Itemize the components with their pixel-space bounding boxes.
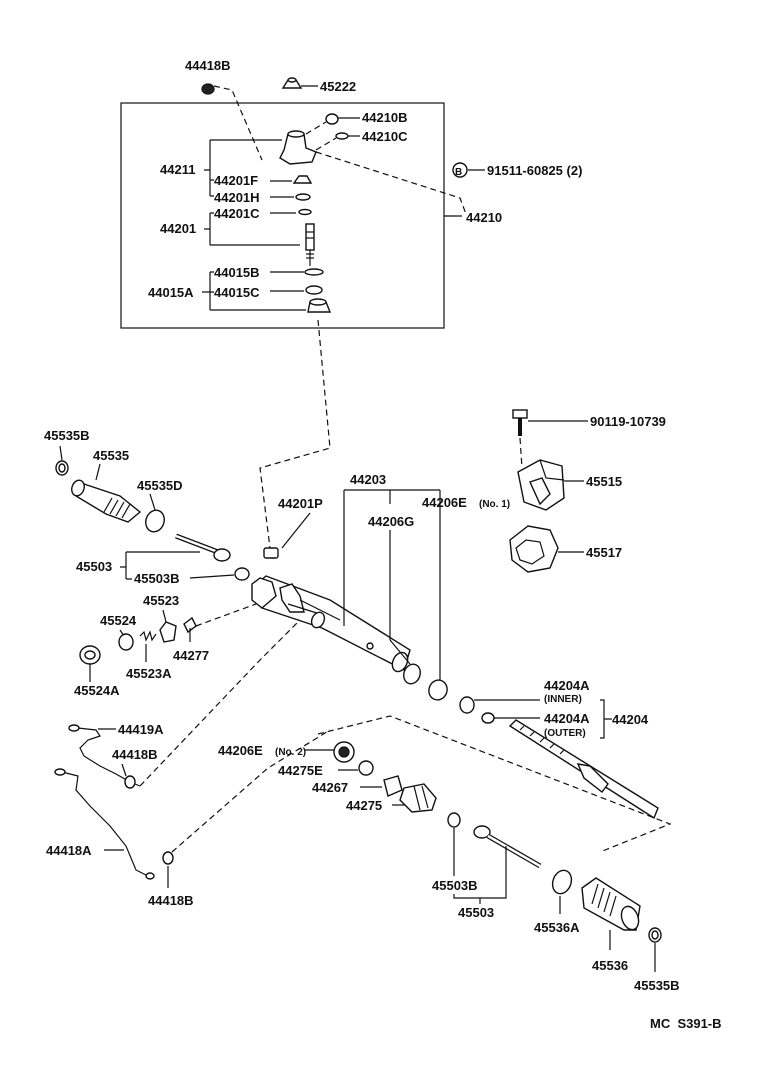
- part-44206G: [403, 663, 421, 685]
- label-44418B-bottom: 44418B: [148, 893, 194, 908]
- part-44201F: [292, 175, 313, 184]
- part-45503B-left: [234, 567, 250, 581]
- part-44206E-2: [333, 741, 355, 763]
- label-44201: 44201: [160, 221, 196, 236]
- part-45535B-left: [55, 460, 69, 476]
- part-45517-bush: [509, 525, 559, 573]
- label-44204A-outer: 44204A: [544, 711, 590, 726]
- label-44204: 44204: [612, 712, 649, 727]
- label-44015A: 44015A: [148, 285, 194, 300]
- label-45536A: 45536A: [534, 920, 580, 935]
- label-44418B-top: 44418B: [185, 58, 231, 73]
- label-45503B-left: 45503B: [134, 571, 180, 586]
- label-44204A-inner-note: (INNER): [544, 694, 582, 705]
- part-44204A-outer: [481, 712, 495, 724]
- label-44206E-1: 44206E: [422, 495, 467, 510]
- label-44015C: 44015C: [214, 285, 260, 300]
- label-44275E: 44275E: [278, 763, 323, 778]
- part-44275: [399, 783, 437, 813]
- label-44206E-2: 44206E: [218, 743, 263, 758]
- label-44015B: 44015B: [214, 265, 260, 280]
- label-45535B-right: 45535B: [634, 978, 680, 993]
- label-44275: 44275: [346, 798, 382, 813]
- label-45536: 45536: [592, 958, 628, 973]
- part-44015-seal: [307, 298, 332, 313]
- label-45503-right: 45503: [458, 905, 494, 920]
- part-44015C: [305, 285, 323, 295]
- label-44267: 44267: [312, 780, 348, 795]
- label-44211: 44211: [160, 162, 195, 177]
- label-45524: 45524: [100, 613, 137, 628]
- part-44201-pinion: [305, 223, 315, 266]
- label-44419A: 44419A: [118, 722, 164, 737]
- label-44201C: 44201C: [214, 206, 260, 221]
- part-45503-tie-rod-left: [175, 533, 231, 562]
- part-44204-rack-bar: [508, 719, 659, 820]
- label-90119: 90119-10739: [590, 414, 666, 429]
- part-44210C: [335, 132, 349, 140]
- label-44204A-outer-note: (OUTER): [544, 728, 586, 739]
- part-45536A: [551, 869, 573, 895]
- part-44201P: [263, 547, 279, 559]
- label-44206E-1-note: (No. 1): [479, 499, 510, 510]
- label-44201P: 44201P: [278, 496, 323, 511]
- part-44206E-1: [428, 679, 448, 701]
- part-45523: [159, 621, 177, 643]
- label-44277: 44277: [173, 648, 209, 663]
- part-44275E: [358, 760, 374, 776]
- label-45535D: 45535D: [137, 478, 183, 493]
- part-44211-housing: [279, 130, 317, 165]
- label-44204A-inner: 44204A: [544, 678, 590, 693]
- label-44210: 44210: [466, 210, 502, 225]
- label-91511: 91511-60825 (2): [487, 163, 582, 178]
- label-45222: 45222: [320, 79, 356, 94]
- diagram-code: MC S391-B: [650, 1016, 722, 1031]
- label-44203: 44203: [350, 472, 386, 487]
- label-45503B-right: 45503B: [432, 878, 478, 893]
- part-45536-boot: [581, 877, 641, 931]
- part-90119-bolt: [512, 409, 528, 436]
- label-44201H: 44201H: [214, 190, 260, 205]
- label-44201F: 44201F: [214, 173, 258, 188]
- label-45523: 45523: [143, 593, 179, 608]
- part-45535D: [145, 509, 165, 533]
- part-45535-boot: [71, 479, 142, 523]
- label-44210C: 44210C: [362, 129, 408, 144]
- part-44418B-top: [201, 83, 215, 95]
- label-44206E-2-note: (No. 2): [275, 747, 306, 758]
- label-45503-left: 45503: [76, 559, 112, 574]
- label-45535: 45535: [93, 448, 129, 463]
- part-44277-screw: [183, 616, 197, 642]
- part-45535B-right: [648, 927, 662, 943]
- part-44210B: [325, 113, 339, 125]
- part-45523A-spring: [139, 630, 157, 642]
- part-44201H: [295, 193, 311, 201]
- part-44418B-bottom: [162, 851, 174, 865]
- part-45222: [281, 77, 303, 89]
- label-45524A: 45524A: [74, 683, 120, 698]
- part-44203-rack-housing: [251, 575, 411, 673]
- label-45515: 45515: [586, 474, 622, 489]
- part-44418A-pipe: [54, 768, 155, 880]
- part-44015B: [304, 268, 324, 276]
- label-44418B-mid: 44418B: [112, 747, 158, 762]
- part-44419A-pipe: [68, 724, 141, 787]
- label-44206G: 44206G: [368, 514, 414, 529]
- part-44204A-inner: [459, 696, 475, 714]
- part-45503-tie-rod-right: [473, 825, 542, 869]
- part-44267: [383, 775, 403, 797]
- bolt-marker-icon: [452, 162, 468, 178]
- label-45523A: 45523A: [126, 666, 172, 681]
- bolt-marker-letter: B: [455, 167, 462, 178]
- part-45515-bracket: [517, 459, 565, 511]
- part-45524: [118, 633, 134, 651]
- label-45535B-left: 45535B: [44, 428, 90, 443]
- label-44210B: 44210B: [362, 110, 408, 125]
- part-44418B-mid: [124, 775, 136, 789]
- part-44201C: [298, 208, 312, 216]
- label-45517: 45517: [586, 545, 622, 560]
- label-44418A: 44418A: [46, 843, 92, 858]
- part-45503B-right: [447, 812, 461, 828]
